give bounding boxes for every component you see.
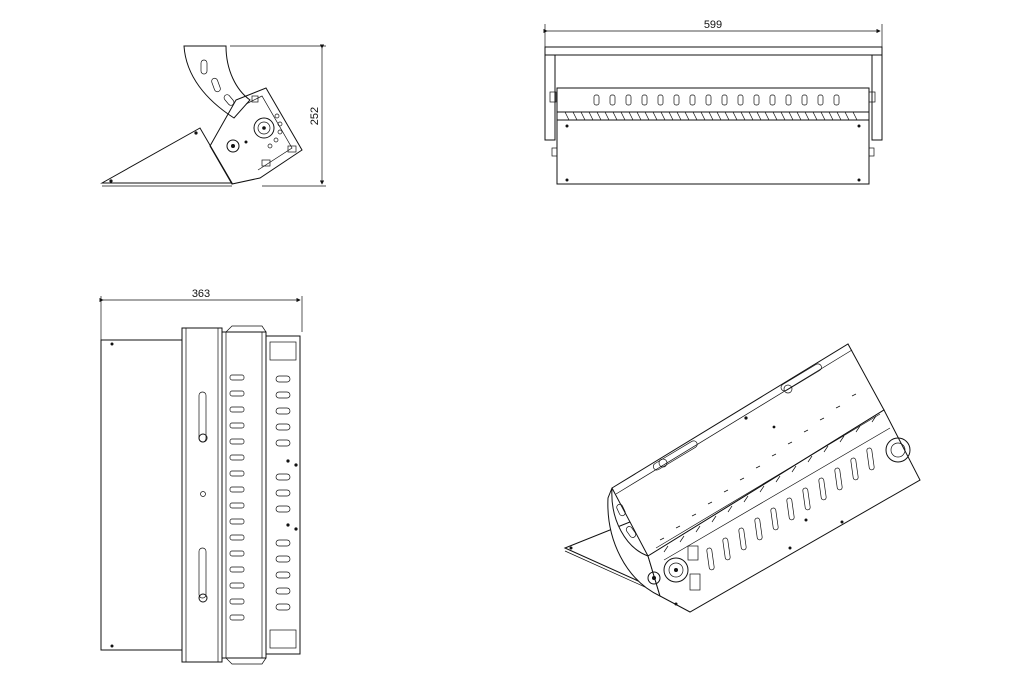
face-slots: [275, 375, 291, 611]
fin-stack: [221, 331, 267, 659]
isometric-view: [563, 343, 921, 613]
bracket-arm: [183, 45, 251, 119]
fin-slots: [229, 374, 245, 621]
width-dimension-label: 599: [704, 19, 722, 31]
top-rail: [544, 46, 883, 56]
stand-bracket: [100, 127, 233, 184]
side-view: 252: [100, 44, 326, 187]
iso-gear-left: [663, 557, 689, 583]
height-dimension-label: 252: [309, 107, 321, 125]
louvre-slots: [593, 94, 840, 106]
top-view: 363: [99, 288, 303, 665]
housing-side: [209, 87, 303, 185]
iso-knob: [647, 571, 661, 585]
housing-front: [556, 119, 870, 185]
mounting-bracket: [181, 327, 223, 663]
heatsink-fins: [556, 111, 870, 121]
louvre-panel: [556, 87, 870, 113]
tilt-gear: [253, 117, 275, 139]
depth-dimension-label: 363: [192, 288, 210, 300]
iso-gear-right: [885, 437, 911, 463]
front-face-panel: [265, 335, 301, 655]
tilt-knob: [226, 139, 240, 153]
iso-face-slots: [706, 447, 875, 571]
iso-housing: [647, 409, 921, 613]
front-view: 599: [543, 19, 883, 185]
stand-plate: [100, 339, 183, 651]
